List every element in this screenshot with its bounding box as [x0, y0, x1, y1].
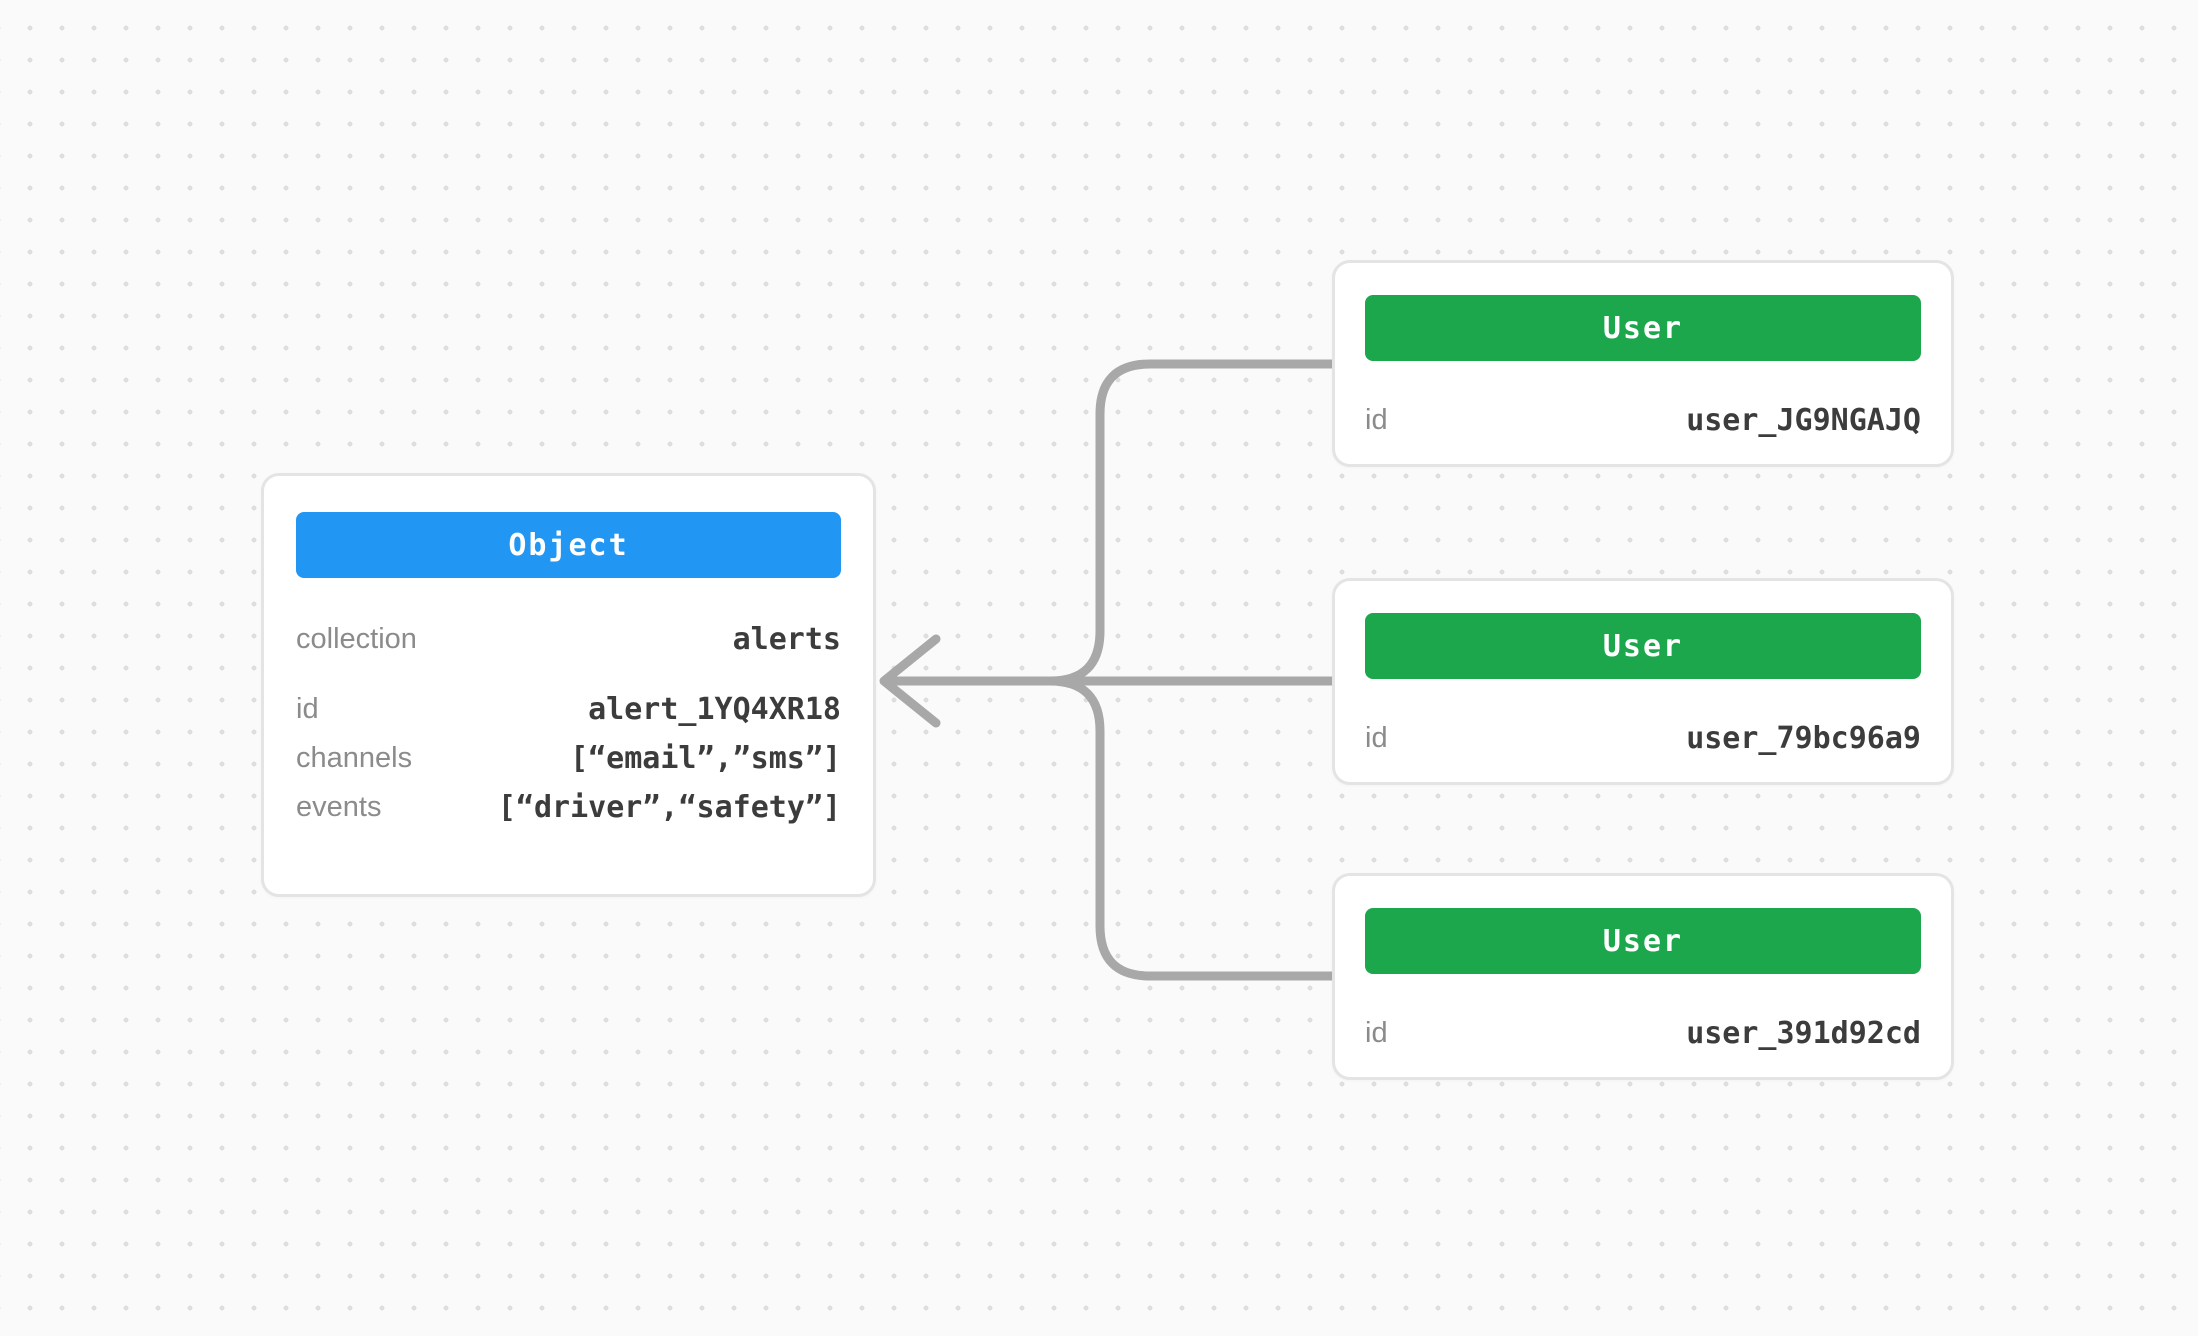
field-label: events: [296, 790, 382, 823]
connector-bottom-branch: [1045, 676, 1337, 981]
field-value: user_JG9NGAJQ: [1686, 402, 1921, 438]
user-node-header: User: [1365, 295, 1921, 361]
field-value: alerts: [732, 621, 841, 657]
user-node-header: User: [1365, 908, 1921, 974]
user-node-header: User: [1365, 613, 1921, 679]
arrowhead-icon: [879, 634, 941, 728]
field-value: user_391d92cd: [1686, 1015, 1921, 1051]
field-label: collection: [296, 622, 417, 655]
user-id-row: id user_JG9NGAJQ: [1365, 401, 1921, 439]
field-label: id: [1365, 721, 1388, 754]
field-label: id: [296, 692, 319, 725]
user-node[interactable]: User id user_391d92cd: [1332, 873, 1954, 1080]
user-node[interactable]: User id user_JG9NGAJQ: [1332, 260, 1954, 467]
field-value: alert_1YQ4XR18: [588, 691, 841, 727]
user-id-row: id user_79bc96a9: [1365, 719, 1921, 757]
object-collection-row: collection alerts: [296, 620, 841, 658]
user-node-title: User: [1602, 923, 1684, 959]
field-value: [“driver”,“safety”]: [497, 789, 841, 825]
field-label: id: [1365, 403, 1388, 436]
object-events-row: events [“driver”,“safety”]: [296, 788, 841, 826]
user-id-row: id user_391d92cd: [1365, 1014, 1921, 1052]
object-node-header: Object: [296, 512, 841, 578]
field-value: [“email”,”sms”]: [570, 740, 841, 776]
object-channels-row: channels [“email”,”sms”]: [296, 739, 841, 777]
object-node[interactable]: Object collection alerts id alert_1YQ4XR…: [261, 473, 876, 897]
field-label: channels: [296, 741, 413, 774]
object-id-row: id alert_1YQ4XR18: [296, 690, 841, 728]
object-field-group: id alert_1YQ4XR18 channels [“email”,”sms…: [296, 690, 841, 826]
field-value: user_79bc96a9: [1686, 720, 1921, 756]
object-node-title: Object: [508, 527, 629, 563]
user-node[interactable]: User id user_79bc96a9: [1332, 578, 1954, 785]
field-label: id: [1365, 1016, 1388, 1049]
user-node-title: User: [1602, 628, 1684, 664]
connector-top-branch: [1045, 359, 1337, 686]
user-node-title: User: [1602, 310, 1684, 346]
